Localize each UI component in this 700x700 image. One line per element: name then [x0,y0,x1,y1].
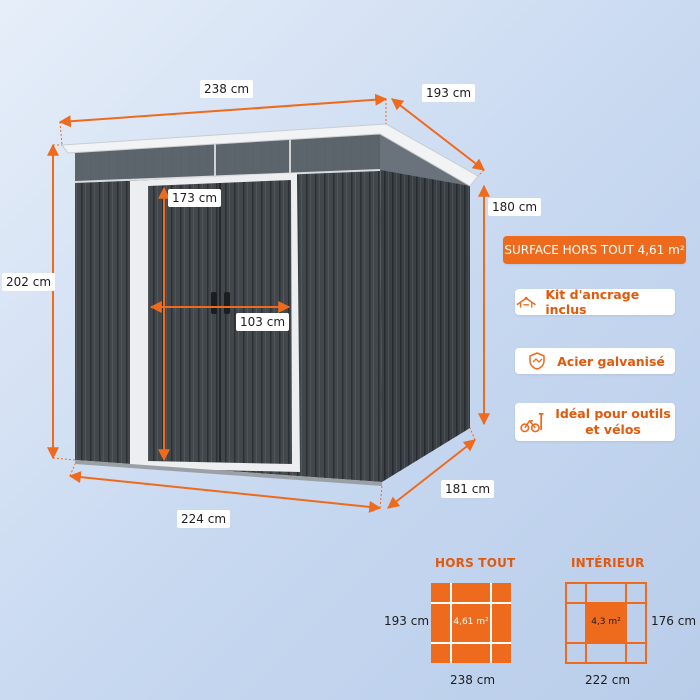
dim-door-height: 173 cm [168,189,222,207]
dim-depth-top: 193 cm [422,84,476,102]
extension-lines [52,99,485,509]
dim-width-top: 238 cm [200,80,254,98]
outer-area: 4,61 m² [453,617,489,627]
shed [61,123,479,486]
feature-anchor-kit: Kit d'ancrage inclus [515,287,675,317]
inner-title: INTÉRIEUR [571,556,645,570]
dim-width-bottom: 224 cm [177,510,231,528]
feature-usage: Idéal pour outils et vélos [515,403,675,441]
clerestory-window [75,132,380,182]
dim-door-width: 103 cm [236,313,290,331]
footprint-outer [431,583,511,663]
dim-height-left: 202 cm [2,273,56,291]
inner-depth: 176 cm [651,614,697,628]
dimension-lines [47,93,490,513]
feature-steel: Acier galvanisé [515,348,675,374]
inner-area: 4,3 m² [591,617,621,627]
dim-depth-bottom: 181 cm [441,480,495,498]
outer-title: HORS TOUT [435,556,516,570]
outer-width: 238 cm [450,673,496,687]
surface-badge: SURFACE HORS TOUT 4,61 m² [503,236,686,264]
inner-width: 222 cm [585,673,631,687]
door-handle [211,292,217,314]
shield-icon [529,352,545,370]
usage-text: Idéal pour outils et vélos [555,406,671,437]
tools-bike-icon [520,412,544,433]
dim-height-right: 180 cm [488,198,542,216]
outer-depth: 193 cm [384,614,430,628]
footprint-inner [565,582,647,664]
side-wall [380,132,470,482]
anchor-kit-icon [516,296,536,308]
